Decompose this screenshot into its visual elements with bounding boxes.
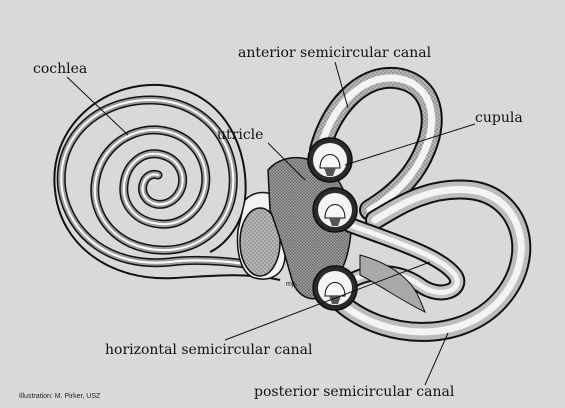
- label-cupula: cupula: [475, 111, 523, 125]
- illustration-credit: Illustration: M. Pirker, USZ: [19, 393, 100, 400]
- horizontal-canal: [345, 225, 457, 312]
- label-utricle: utricle: [217, 128, 263, 142]
- label-posterior-semicircular-canal: posterior semicircular canal: [254, 385, 454, 399]
- label-horizontal-semicircular-canal: horizontal semicircular canal: [105, 343, 312, 357]
- ampulla-lower: [313, 266, 357, 310]
- ampulla-anterior: [308, 138, 352, 182]
- label-cochlea: cochlea: [33, 62, 87, 76]
- ampulla-middle: [313, 188, 357, 232]
- label-anterior-semicircular-canal: anterior semicircular canal: [238, 46, 431, 60]
- label-mp: mp.: [286, 281, 298, 288]
